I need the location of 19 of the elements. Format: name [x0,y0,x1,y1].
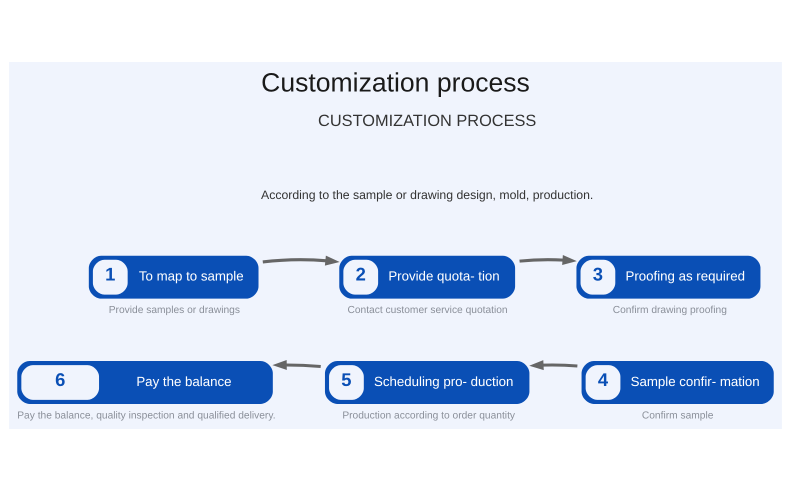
arrow [262,255,340,266]
node-label: Contact customer service quotation [346,304,508,316]
node-label: Confirm sample [641,410,713,421]
node-box: 2 Provide quota- tion [338,255,515,298]
node-box: 6 Pay the balance [16,360,272,404]
label: According to the sample or drawing design, mold, production. [260,188,593,202]
node-box: 3 Proofing as required [576,255,760,298]
node-label: Pay the balance, quality inspection and qualified delivery. [16,410,276,421]
node-box: 4 Sample confir- mation [581,360,774,404]
arrow [528,360,577,370]
node-label: Production according to order quantity [342,410,515,421]
diagram-title: Customization process [260,66,530,97]
node-label: Confirm drawing proofing [612,304,726,316]
arrow [518,254,576,265]
arrow [272,359,320,370]
label: CUSTOMIZATION PROCESS [318,112,536,130]
node-box: 5 Scheduling pro- duction [324,360,529,404]
node-label: Provide samples or drawings [108,304,240,316]
node-box: 1 To map to sample [88,255,258,298]
